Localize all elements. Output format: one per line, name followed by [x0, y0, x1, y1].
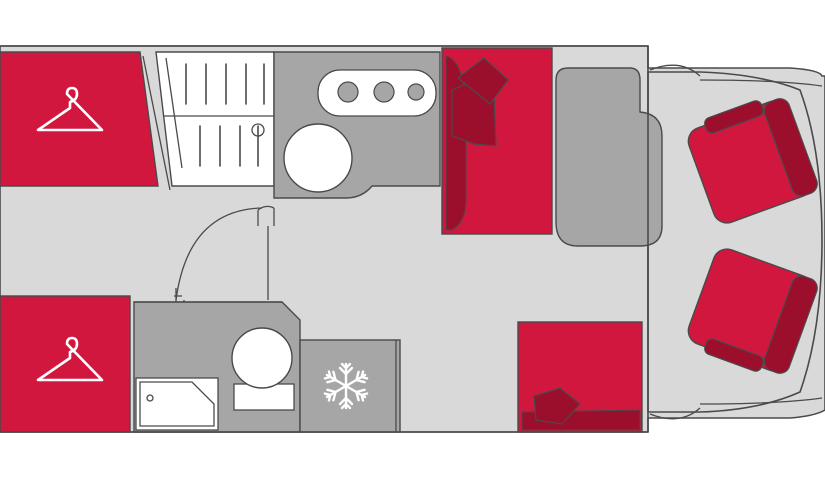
- hanger-icon: [36, 336, 104, 382]
- kitchen: [273, 51, 441, 199]
- fridge: [299, 339, 401, 433]
- burner-icon: [337, 81, 359, 103]
- cab-seat-driver: [687, 98, 818, 224]
- burner-icon: [407, 83, 425, 101]
- dinette-bench-bottom: [517, 321, 643, 433]
- mirror-bottom: [649, 407, 701, 420]
- bathroom: [133, 301, 301, 433]
- cushion-icon: [533, 387, 581, 425]
- shower-tray: [135, 377, 219, 431]
- cab-seat-passenger: [687, 248, 818, 374]
- cushion-icon: [451, 57, 509, 147]
- sink: [283, 123, 353, 193]
- dashboard-line: [699, 79, 823, 87]
- burner-icon: [373, 81, 395, 103]
- dinette-bench-top: [441, 47, 553, 235]
- snowflake-icon: [322, 362, 370, 410]
- vehicle-outline: [0, 45, 649, 433]
- door-swing: [175, 207, 263, 301]
- dashboard-line-bottom: [699, 397, 823, 405]
- hanger-icon: [36, 86, 104, 132]
- mirror-top: [649, 64, 701, 77]
- toilet: [231, 327, 295, 411]
- wardrobe-top: [0, 51, 159, 187]
- dinette-table: [555, 67, 663, 247]
- door-handle: [257, 205, 275, 226]
- shoe-rack: [155, 51, 275, 187]
- wardrobe-top-door: [142, 55, 171, 191]
- wardrobe-bottom: [0, 295, 131, 433]
